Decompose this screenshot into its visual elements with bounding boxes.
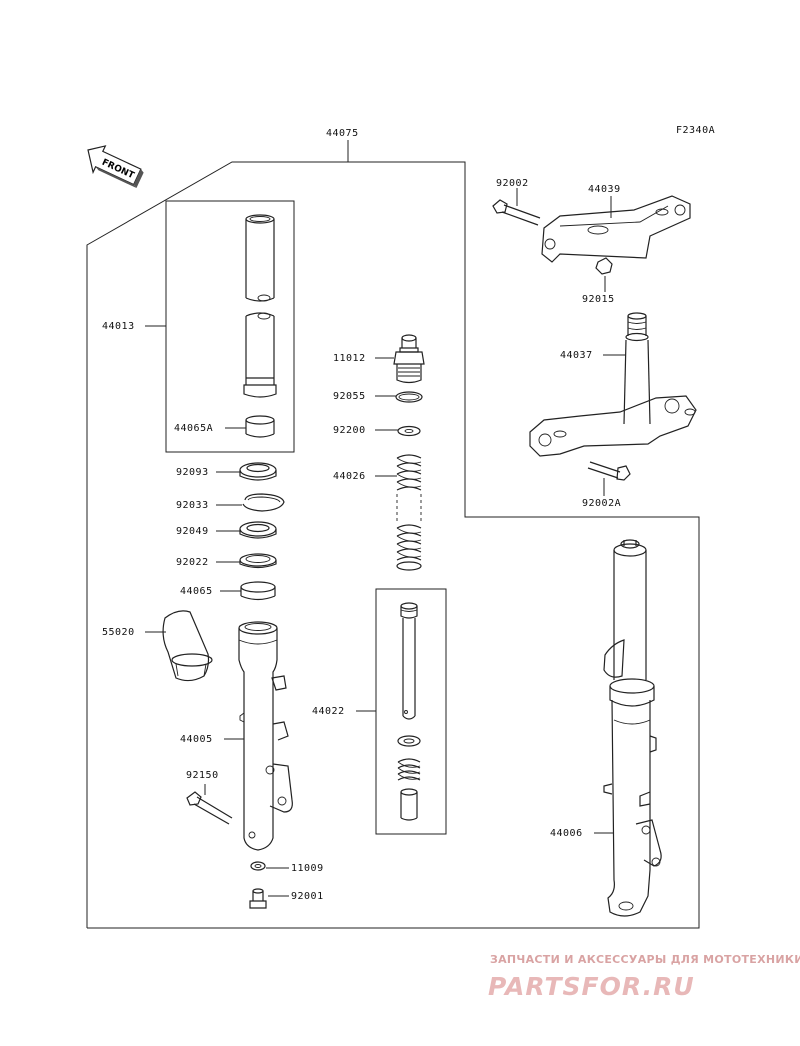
bolt-92002: 92002 [492,178,541,226]
fork-guard-55020: 55020 [102,610,213,682]
bolt-92002A: 92002A [582,461,631,509]
watermark-logo: PARTSFOR.RU [488,972,695,1001]
label-44039: 44039 [588,184,621,195]
front-arrow-icon: FRONT [87,145,144,189]
label-44075: 44075 [326,128,359,139]
inner-tube-upper [245,214,275,302]
watermark-tagline: ЗАПЧАСТИ И АКСЕССУАРЫ ДЛЯ МОТОТЕХНИКИ [490,953,800,966]
bushing-44065A [245,415,275,438]
washer-11009: 11009 [250,861,324,874]
label-92002A: 92002A [582,498,621,509]
label-92002: 92002 [496,178,529,189]
label-92150: 92150 [186,770,219,781]
label-11012: 11012 [333,353,366,364]
label-92033: 92033 [176,500,209,511]
label-92049: 92049 [176,526,209,537]
label-44006: 44006 [550,828,583,839]
label-92200: 92200 [333,425,366,436]
nut-92015: 92015 [582,257,615,305]
watermark: ЗАПЧАСТИ И АКСЕССУАРЫ ДЛЯ МОТОТЕХНИКИ PA… [488,953,800,1001]
label-44026: 44026 [333,471,366,482]
label-44065: 44065 [180,586,213,597]
outer-tube-44005: 44005 [180,621,293,851]
label-92022: 92022 [176,557,209,568]
label-11009: 11009 [291,863,324,874]
label-92093: 92093 [176,467,209,478]
fork-assembly-44006: 44006 [550,539,662,917]
label-44022: 44022 [312,706,345,717]
inner-tube-lower [243,312,277,398]
label-44013: 44013 [102,321,135,332]
inner-tube-group: 44013 44065A [102,200,295,453]
upper-bracket-44039: 44039 [541,184,691,263]
label-92015: 92015 [582,294,615,305]
steering-stem-44037: 44037 [529,312,697,457]
cap-bolt-11012: 11012 [333,334,425,384]
label-44037: 44037 [560,350,593,361]
spring-44026: 44026 [333,454,422,571]
damper-44022: 44022 [312,588,447,835]
washer-92200: 92200 [333,425,421,437]
diagram-code: F2340A [676,125,715,136]
bolt-92150: 92150 [186,770,233,825]
label-55020: 55020 [102,627,135,638]
assembly-outline: 44075 [86,128,700,929]
o-ring-92055: 92055 [333,391,423,403]
seal-stack: 92093 92033 92049 92022 44065 [176,462,285,601]
label-92001: 92001 [291,891,324,902]
label-44065A: 44065A [174,423,213,434]
label-92055: 92055 [333,391,366,402]
bolt-92001: 92001 [249,888,324,909]
label-44005: 44005 [180,734,213,745]
